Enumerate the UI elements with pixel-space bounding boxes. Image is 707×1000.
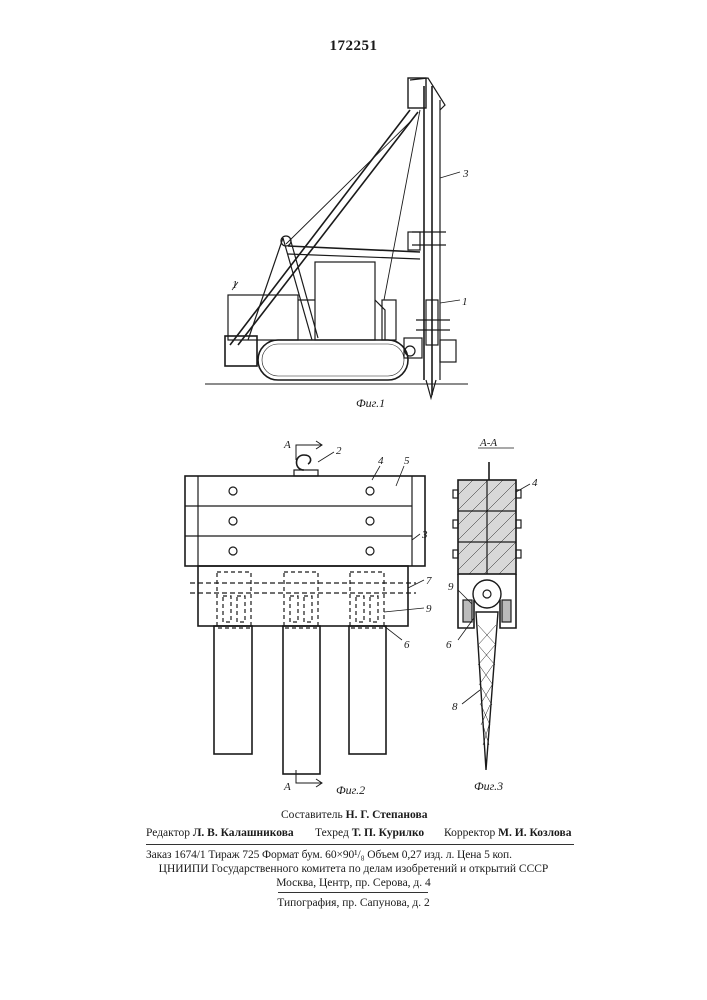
editor-role: Редактор <box>146 827 190 839</box>
printer-line: Типография, пр. Сапунова, д. 2 <box>0 896 707 910</box>
fig3-callout-9: 9 <box>448 581 454 593</box>
techred-name: Т. П. Курилко <box>352 827 424 839</box>
techred-role: Техред <box>315 827 349 839</box>
corrector-name: М. И. Козлова <box>498 827 571 839</box>
fig3-callout-8: 8 <box>452 701 458 713</box>
order-line: Заказ 1674/1 Тираж 725 Формат бум. 60×90… <box>146 848 512 862</box>
corrector-credit: Корректор М. И. Козлова <box>444 826 571 840</box>
fig2-label: Фиг.2 <box>336 783 365 797</box>
compiler-line: Составитель Н. Г. Степанова <box>281 808 427 822</box>
fig1-callout-3: 3 <box>462 168 469 180</box>
corrector-role: Корректор <box>444 827 495 839</box>
techred-credit: Техред Т. П. Курилко <box>315 826 424 840</box>
footer-rule-1 <box>146 844 574 845</box>
figure-3-drawing <box>453 448 530 770</box>
fig1-callout-1a: 1 <box>462 296 468 308</box>
address-line: Москва, Центр, пр. Серова, д. 4 <box>0 876 707 890</box>
imprint-footer: Составитель Н. Г. Степанова Редактор Л. … <box>0 808 707 958</box>
fig1-label: Фиг.1 <box>356 396 385 410</box>
fig2-callout-7: 7 <box>426 575 432 587</box>
technical-drawing: 3 1 1 Фиг.1 <box>0 0 707 810</box>
fig2-callout-4: 4 <box>378 455 384 467</box>
compiler-name: Н. Г. Степанова <box>346 809 428 821</box>
fig3-section-title: А-А <box>479 437 497 449</box>
figure-1-drawing <box>205 78 468 398</box>
fig3-label: Фиг.3 <box>474 779 503 793</box>
editor-credit: Редактор Л. В. Калашникова <box>146 826 294 840</box>
fig2-section-marker-bottom: А <box>283 781 291 793</box>
fig3-callout-4: 4 <box>532 477 538 489</box>
fig2-callout-6: 6 <box>404 639 410 651</box>
fig2-callout-2: 2 <box>336 445 342 457</box>
footer-rule-2 <box>278 892 428 893</box>
fig2-callout-9: 9 <box>426 603 432 615</box>
figure-2-drawing <box>185 441 425 787</box>
fig2-callout-3: 3 <box>421 529 428 541</box>
org-line: ЦНИИПИ Государственного комитета по дела… <box>0 862 707 876</box>
fig2-section-marker-top: А <box>283 439 291 451</box>
fig1-callout-1b: 1 <box>232 279 238 291</box>
fig2-callout-5: 5 <box>404 455 410 467</box>
editor-name: Л. В. Калашникова <box>193 827 294 839</box>
compiler-role: Составитель <box>281 809 343 821</box>
fig3-callout-6: 6 <box>446 639 452 651</box>
